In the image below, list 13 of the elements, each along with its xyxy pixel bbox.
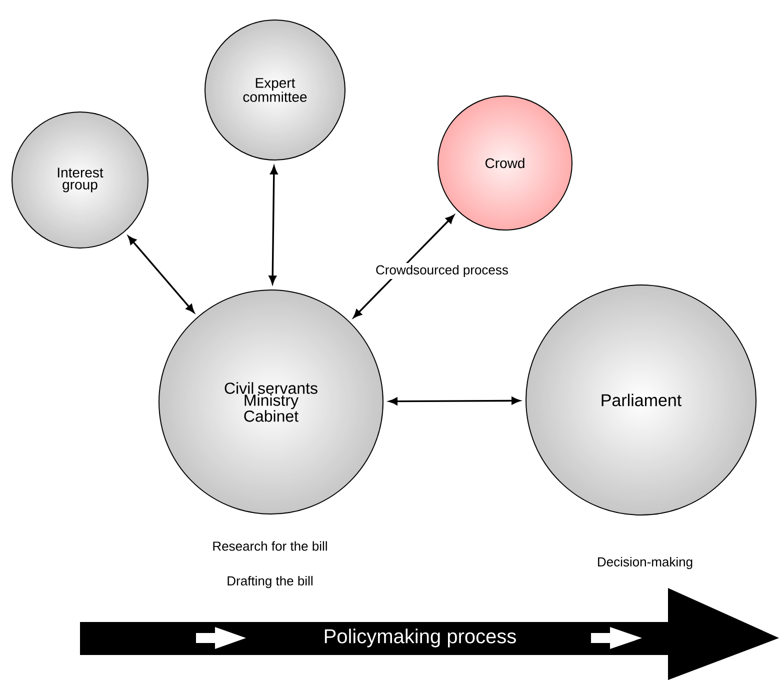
arrow [268,166,278,284]
circle-node: Crowd [438,96,572,230]
circle-node: Civil servants Ministry Cabinet [158,290,384,514]
arrow [388,396,520,406]
circle-node: Interest group [12,112,148,248]
caption-text: Drafting the bill [228,576,312,588]
caption-text: Research for the bill [213,541,327,551]
caption-text: Decision-making [598,556,692,570]
arrow [128,236,194,313]
arrow [353,214,454,318]
edge-label: Crowdsourced process [374,262,510,280]
circle-node: Expert committee [204,20,346,160]
circle-node: Parliament [526,284,756,516]
